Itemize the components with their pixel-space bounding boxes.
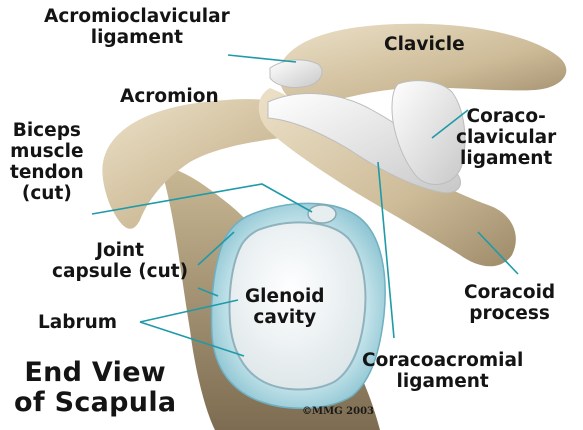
label-labrum: Labrum: [38, 312, 117, 333]
label-coracoid-line2: process: [464, 303, 555, 324]
label-glenoid-cavity: Glenoid cavity: [245, 286, 325, 328]
label-acromioclavicular-line1: Acromioclavicular: [44, 6, 230, 27]
copyright-notice: ©MMG 2003: [302, 406, 374, 417]
label-coracoclavicular-line3: ligament: [456, 148, 556, 169]
label-biceps-muscle-tendon: Biceps muscle tendon (cut): [10, 120, 84, 204]
label-acromioclavicular-ligament: Acromioclavicular ligament: [44, 6, 230, 48]
title-line1: End View: [14, 358, 176, 388]
label-glenoid-line2: cavity: [245, 307, 325, 328]
label-biceps-line2: muscle: [10, 141, 84, 162]
label-joint-capsule-line2: capsule (cut): [52, 261, 188, 282]
label-coracoacromial-ligament: Coracoacromial ligament: [362, 350, 523, 392]
biceps-tendon-stub: [308, 205, 336, 223]
label-acromioclavicular-line2: ligament: [44, 27, 230, 48]
label-clavicle: Clavicle: [384, 34, 465, 55]
title-line2: of Scapula: [14, 388, 176, 418]
label-biceps-line1: Biceps: [10, 120, 84, 141]
label-acromion: Acromion: [120, 86, 219, 107]
label-glenoid-line1: Glenoid: [245, 286, 325, 307]
label-coracoid-process: Coracoid process: [464, 282, 555, 324]
label-joint-capsule-line1: Joint: [52, 240, 188, 261]
label-coracoid-line1: Coracoid: [464, 282, 555, 303]
label-coracoclavicular-line1: Coraco-: [456, 106, 556, 127]
acromioclavicular-ligament-shape: [270, 60, 322, 88]
label-joint-capsule: Joint capsule (cut): [52, 240, 188, 282]
label-coracoacromial-line1: Coracoacromial: [362, 350, 523, 371]
diagram-title: End View of Scapula: [14, 358, 176, 418]
label-coracoclavicular-line2: clavicular: [456, 127, 556, 148]
label-biceps-line3: tendon: [10, 162, 84, 183]
label-coracoclavicular-ligament: Coraco- clavicular ligament: [456, 106, 556, 169]
label-coracoacromial-line2: ligament: [362, 371, 523, 392]
label-biceps-line4: (cut): [10, 183, 84, 204]
